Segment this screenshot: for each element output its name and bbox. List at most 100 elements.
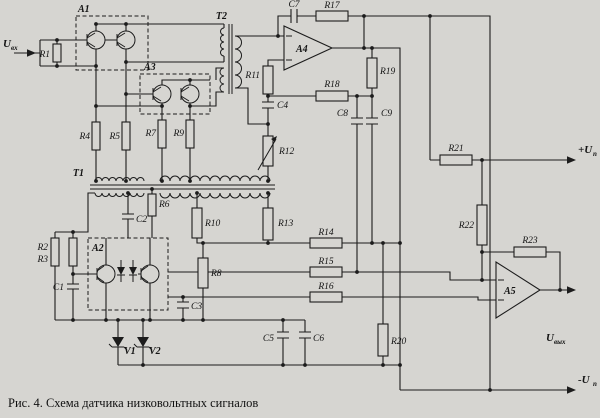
resistor-R22	[476, 204, 488, 246]
label-R16: R16	[317, 282, 334, 292]
junction-dots	[55, 14, 562, 392]
capacitor-C2	[122, 213, 134, 220]
label-R21: R21	[447, 144, 463, 154]
diode-V1	[108, 337, 128, 351]
resistor-R8	[197, 257, 209, 289]
diodes-a2	[117, 260, 137, 282]
label-V1: V1	[124, 346, 136, 357]
labels: R1 A1 A3 R4 R5 R7 R9 T2 A4 C7 R17 R11 C4…	[36, 0, 537, 357]
input-label: U	[3, 38, 12, 50]
block-A3	[139, 73, 211, 115]
capacitor-C5	[277, 331, 289, 339]
label-T1: T1	[73, 168, 84, 179]
label-R4: R4	[78, 132, 90, 142]
label-R5: R5	[108, 132, 120, 142]
resistor-R19	[366, 57, 378, 89]
label-C3: C3	[191, 302, 202, 312]
resistor-R6	[147, 193, 157, 217]
label-R15: R15	[317, 257, 334, 267]
label-A4: A4	[295, 44, 308, 55]
block-A1	[75, 15, 149, 71]
resistor-R7	[157, 119, 167, 149]
label-A5: A5	[503, 286, 516, 297]
vplus-label: +U	[578, 144, 593, 156]
resistor-R3	[68, 237, 78, 267]
label-T2: T2	[216, 11, 227, 22]
capacitor-C1	[67, 283, 79, 290]
transformer-T1	[90, 175, 275, 199]
diode-V2	[133, 337, 153, 351]
trimmer-arrow-R12	[257, 136, 277, 171]
resistor-R4	[91, 121, 101, 151]
output-label: U	[546, 332, 555, 344]
vminus-label-sub: п	[593, 380, 597, 388]
label-A1: A1	[77, 4, 90, 15]
label-R9: R9	[172, 129, 184, 139]
label-C5: C5	[263, 334, 274, 344]
label-R23: R23	[521, 236, 538, 246]
opamp-A4	[283, 25, 334, 71]
resistors	[50, 10, 547, 357]
label-R17: R17	[323, 1, 341, 11]
capacitors	[67, 9, 378, 339]
block-A2	[87, 237, 169, 311]
label-A2: A2	[91, 243, 104, 254]
label-R10: R10	[204, 219, 221, 229]
label-R19: R19	[379, 67, 396, 77]
resistor-R16	[309, 291, 343, 303]
label-R6: R6	[158, 200, 170, 210]
label-R1: R1	[38, 50, 50, 60]
vplus-label-sub: п	[593, 150, 597, 158]
resistor-R18	[315, 90, 349, 102]
label-R12: R12	[278, 147, 295, 157]
resistor-R17	[315, 10, 349, 22]
output-label-sub: вых	[554, 338, 566, 346]
label-C2: C2	[136, 215, 147, 225]
label-R11: R11	[244, 71, 260, 81]
label-R13: R13	[277, 219, 294, 229]
resistor-R15	[309, 266, 343, 278]
resistor-R13	[262, 207, 274, 241]
label-C6: C6	[313, 334, 324, 344]
label-R14: R14	[317, 228, 334, 238]
output-arrow	[567, 286, 576, 294]
capacitor-C8	[351, 117, 363, 125]
capacitor-C7	[290, 9, 298, 23]
vplus-arrow	[567, 156, 576, 164]
label-R2: R2	[36, 243, 48, 253]
resistor-R20	[377, 323, 389, 357]
label-A3: A3	[143, 62, 156, 73]
label-R18: R18	[323, 80, 340, 90]
wires	[14, 15, 570, 391]
input-arrow	[27, 49, 36, 57]
label-C4: C4	[277, 101, 288, 111]
terminals	[27, 49, 576, 394]
resistor-R23	[513, 246, 547, 258]
label-C1: C1	[53, 283, 64, 293]
capacitor-C6	[299, 331, 311, 339]
label-C8: C8	[337, 109, 348, 119]
label-R8: R8	[210, 269, 222, 279]
input-label-sub: вх	[11, 44, 18, 52]
resistor-R10	[191, 207, 203, 239]
vminus-label: -U	[578, 374, 591, 386]
label-R22: R22	[458, 221, 475, 231]
capacitor-C3	[177, 301, 189, 309]
label-R3: R3	[36, 255, 48, 265]
resistor-R14	[309, 237, 343, 249]
resistor-R12	[262, 135, 274, 167]
opamp-A5	[495, 260, 542, 320]
resistor-R1	[52, 43, 62, 63]
resistor-R21	[439, 154, 473, 166]
label-V2: V2	[149, 346, 161, 357]
capacitor-C4	[262, 101, 274, 109]
transistors	[86, 30, 200, 284]
resistor-R2	[50, 237, 60, 267]
label-R7: R7	[144, 129, 157, 139]
label-R20: R20	[390, 337, 407, 347]
resistor-R9	[185, 119, 195, 149]
label-C7: C7	[288, 0, 300, 10]
vminus-arrow	[567, 386, 576, 394]
